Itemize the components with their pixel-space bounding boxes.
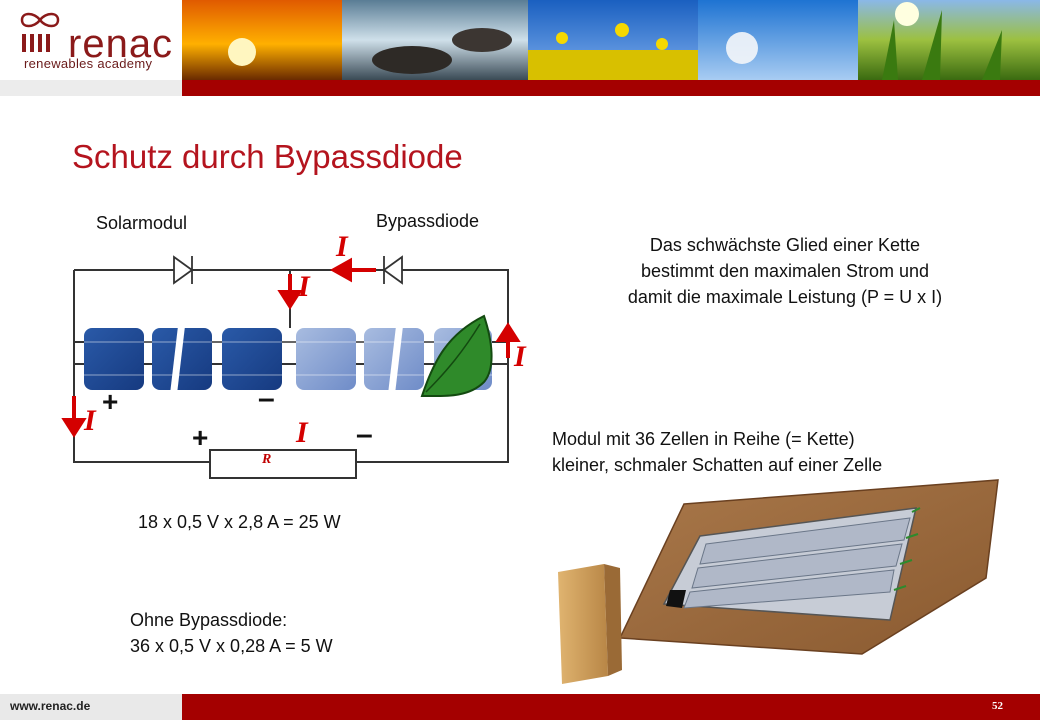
- renac-logo-icon: [20, 12, 60, 52]
- label-bypassdiode: Bypassdiode: [376, 211, 480, 231]
- current-label: I: [298, 270, 310, 303]
- header-bar: [182, 80, 1040, 96]
- diode-icon: [173, 255, 194, 285]
- plus-sign: +: [192, 422, 209, 453]
- page-number: 52: [992, 700, 1003, 712]
- without-diode-title: Ohne Bypassdiode:: [130, 610, 288, 630]
- solar-cell: [296, 328, 356, 390]
- footer-left: [0, 694, 182, 720]
- label-solarmodul: Solarmodul: [96, 213, 188, 233]
- explanation-line: bestimmt den maximalen Strom und: [640, 261, 930, 281]
- calc-without-diode: 36 x 0,5 V x 0,28 A = 5 W: [130, 636, 333, 656]
- resistor-label: R: [262, 452, 272, 467]
- calc-with-diode: 18 x 0,5 V x 2,8 A = 25 W: [138, 512, 341, 532]
- current-label: I: [336, 230, 348, 263]
- logo-band: [0, 80, 182, 96]
- current-label: I: [296, 416, 308, 449]
- solar-cell: [84, 328, 144, 390]
- logo-text: renac: [68, 22, 174, 66]
- module-caption: Modul mit 36 Zellen in Reihe (= Kette) k…: [552, 426, 882, 478]
- solar-cell: [222, 328, 282, 390]
- header-photo-strip: [182, 0, 1040, 80]
- resistor-icon: [209, 449, 357, 479]
- explanation-line: Das schwächste Glied einer Kette: [649, 235, 921, 255]
- current-label: I: [514, 340, 526, 373]
- circuit-diagram: [61, 255, 521, 479]
- bypass-diode-icon: [382, 255, 403, 285]
- footer-bar: [182, 694, 1040, 720]
- minus-sign: –: [258, 382, 275, 415]
- explanation-text: Das schwächste Glied einer Kette bestimm…: [560, 232, 1010, 310]
- caption-line: Modul mit 36 Zellen in Reihe (= Kette): [552, 429, 855, 449]
- logo-tagline: renewables academy: [24, 56, 153, 71]
- caption-line: kleiner, schmaler Schatten auf einer Zel…: [552, 455, 883, 475]
- slide-title: Schutz durch Bypassdiode: [72, 138, 463, 175]
- current-label: I: [84, 404, 96, 437]
- footer-url[interactable]: www.renac.de: [10, 699, 91, 713]
- module-illustration: [558, 479, 999, 684]
- plus-sign: +: [102, 386, 119, 417]
- minus-sign: –: [356, 418, 373, 451]
- explanation-line: damit die maximale Leistung (P = U x I): [627, 287, 943, 307]
- leaf-icon: [420, 314, 493, 398]
